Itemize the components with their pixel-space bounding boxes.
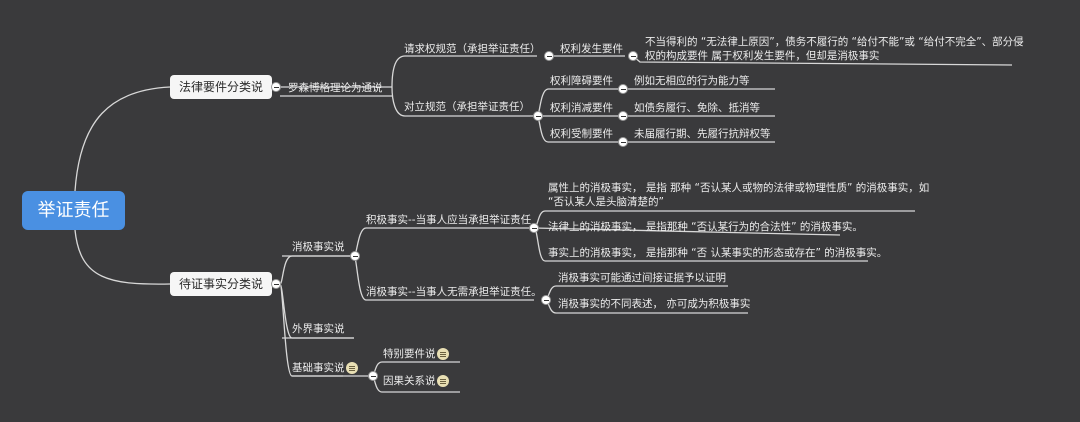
note-icon[interactable]	[437, 375, 449, 387]
collapse-icon[interactable]	[350, 251, 360, 261]
node-opposing-norm[interactable]: 对立规范（承担举证责任）	[404, 101, 530, 113]
root-topic[interactable]: 举证责任	[22, 191, 125, 230]
branch-fact-classification[interactable]: 待证事实分类说	[170, 272, 273, 296]
collapse-icon[interactable]	[541, 295, 551, 305]
note-indirect-evidence: 消极事实可能通过间接证据予以证明	[558, 272, 726, 284]
collapse-icon[interactable]	[618, 137, 628, 147]
note-right-restriction: 未届履行期、先履行抗辩权等	[634, 128, 771, 140]
collapse-icon[interactable]	[533, 111, 543, 121]
collapse-icon[interactable]	[544, 51, 554, 61]
collapse-icon[interactable]	[628, 51, 638, 61]
note-right-obstacle: 例如无相应的行为能力等	[634, 75, 750, 87]
node-negative-fact-not-bear[interactable]: 消极事实--当事人无需承担举证责任。	[366, 286, 542, 298]
collapse-icon[interactable]	[271, 82, 281, 92]
node-special-element[interactable]: 特别要件说	[383, 348, 436, 360]
branch-legal-elements[interactable]: 法律要件分类说	[170, 75, 273, 99]
note-right-extinction: 如债务履行、免除、抵消等	[634, 102, 760, 114]
note-factual-negative: 事实上的消极事实， 是指那种 “否 认某事实的形态或存在” 的消极事实。	[548, 247, 888, 259]
collapse-icon[interactable]	[271, 279, 281, 289]
node-rosenberg-theory[interactable]: 罗森博格理论为通说	[288, 82, 383, 94]
node-basic-fact[interactable]: 基础事实说	[292, 362, 345, 374]
note-attribute-negative-line2: “否认某人是头脑清楚的”	[548, 196, 664, 208]
note-right-generation-line2: 权的构成要件 属于权利发生要件，但却是消极事实	[645, 50, 880, 62]
node-claim-norm[interactable]: 请求权规范（承担举证责任）	[404, 43, 541, 55]
note-attribute-negative-line1: 属性上的消极事实， 是指 那种 “否认某人或物的法律或物理性质” 的消极事实，如	[548, 182, 930, 194]
node-right-generation[interactable]: 权利发生要件	[560, 43, 623, 55]
note-right-generation-line1: 不当得利的 “无法律上原因”，债务不履行的 “给付不能”或 “给付不完全”、部分…	[645, 36, 1024, 48]
node-right-obstacle[interactable]: 权利障碍要件	[550, 75, 613, 87]
note-different-expression: 消极事实的不同表述， 亦可成为积极事实	[558, 298, 751, 310]
note-icon[interactable]	[346, 362, 358, 374]
note-icon[interactable]	[437, 348, 449, 360]
collapse-icon[interactable]	[368, 371, 378, 381]
node-external-fact[interactable]: 外界事实说	[292, 323, 345, 335]
node-causation[interactable]: 因果关系说	[383, 375, 436, 387]
collapse-icon[interactable]	[618, 111, 628, 121]
collapse-icon[interactable]	[618, 84, 628, 94]
node-positive-fact-bear[interactable]: 积极事实--当事人应当承担举证责任	[366, 214, 532, 226]
node-negative-fact[interactable]: 消极事实说	[292, 241, 345, 253]
node-right-extinction[interactable]: 权利消减要件	[550, 102, 613, 114]
note-legal-negative: 法律上的消极事实， 是指那种 “否认某行为的合法性” 的消极事实。	[548, 221, 863, 233]
node-right-restriction[interactable]: 权利受制要件	[550, 128, 613, 140]
collapse-icon[interactable]	[529, 223, 539, 233]
